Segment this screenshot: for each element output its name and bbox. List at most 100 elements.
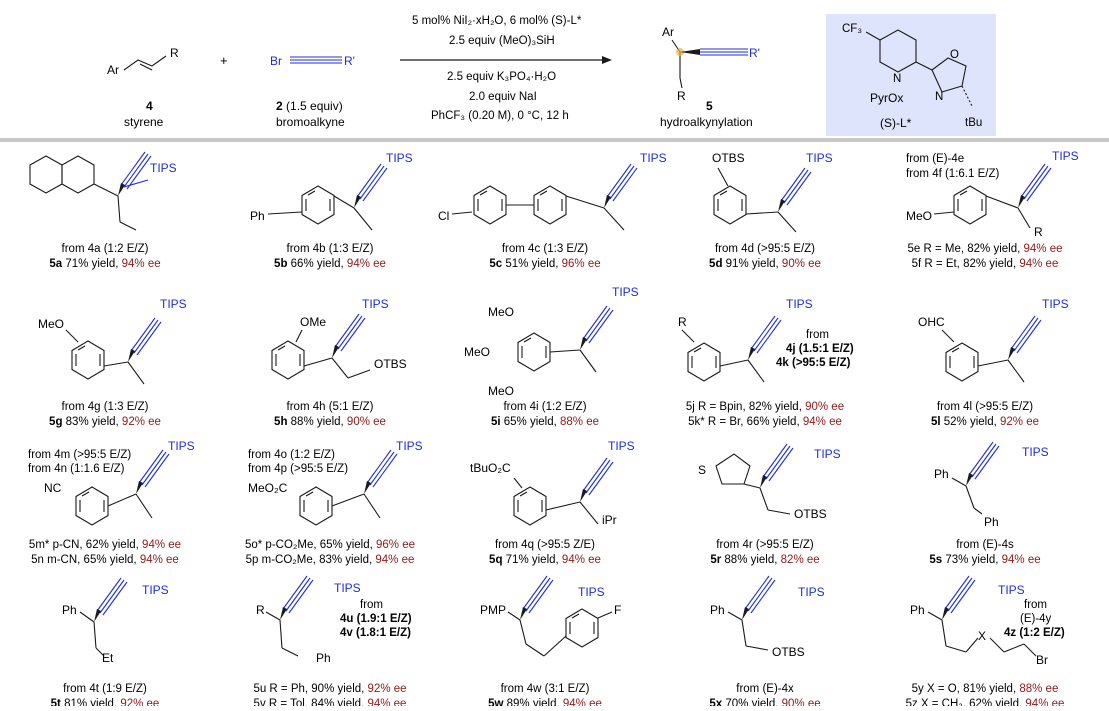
caption-line2-10: 5n m-CN, 65% yield, 94% ee bbox=[31, 554, 179, 566]
ligand-cf3: CF₃ bbox=[842, 23, 862, 35]
ph-5u: Ph bbox=[316, 651, 331, 665]
ligand-tbu: tBu bbox=[965, 117, 982, 129]
caption-from-1: from 4b (1:3 E/Z) bbox=[287, 243, 374, 255]
structure-5c: Cl TIPS bbox=[438, 151, 667, 231]
caption-from-0: from 4a (1:2 E/Z) bbox=[62, 243, 149, 255]
r-5j: R bbox=[678, 315, 687, 329]
plus-sign: + bbox=[220, 53, 228, 68]
caption-line2-11: 5p m-CO₂Me, 83% yield, 94% ee bbox=[246, 554, 415, 566]
structure-5t: Ph Et TIPS bbox=[62, 577, 169, 665]
tips-5d: TIPS bbox=[806, 151, 833, 165]
product-r: R bbox=[677, 89, 686, 103]
meo-5i-b: MeO bbox=[464, 345, 490, 359]
structure-5y: Ph X Br TIPS from (E)-4y 4z (1:2 E/Z) bbox=[910, 575, 1065, 667]
otbs-5h: OTBS bbox=[374, 357, 407, 371]
condition-line4: 2.0 equiv NaI bbox=[469, 91, 537, 103]
caption-from-9: from 4l (>95:5 E/Z) bbox=[937, 401, 1033, 413]
tips-5e: TIPS bbox=[1052, 149, 1079, 163]
from-4e: from (E)-4e bbox=[906, 153, 964, 165]
meo2c-5o: MeO₂C bbox=[248, 481, 288, 495]
from-4o: from 4o (1:2 E/Z) bbox=[248, 449, 335, 461]
ph-5s-a: Ph bbox=[934, 467, 949, 481]
caption-yield-5: 5g 83% yield, 92% ee bbox=[49, 416, 161, 428]
from-5j-2: 4j (1.5:1 E/Z) bbox=[786, 343, 854, 355]
caption-yield-2: 5c 51% yield, 96% ee bbox=[489, 258, 600, 270]
from-5y-2: (E)-4y bbox=[1020, 613, 1052, 625]
tips-5o: TIPS bbox=[396, 439, 423, 453]
tips-5m: TIPS bbox=[168, 439, 195, 453]
ph-5x: Ph bbox=[710, 603, 725, 617]
f-5w: F bbox=[614, 603, 621, 617]
caption-yield-9: 5l 52% yield, 92% ee bbox=[931, 416, 1039, 428]
caption-line1-4: 5e R = Me, 82% yield, 94% ee bbox=[907, 243, 1062, 255]
tips-5w: TIPS bbox=[578, 585, 605, 599]
structure-5i: MeO MeO MeO TIPS bbox=[464, 285, 639, 398]
from-4f: from 4f (1:6.1 E/Z) bbox=[906, 168, 999, 180]
tips-5u: TIPS bbox=[334, 581, 361, 595]
ligand-name: (S)-L* bbox=[880, 116, 912, 130]
caption-yield-15: 5t 81% yield, 92% ee bbox=[51, 698, 160, 706]
ligand-pyridine-n: N bbox=[893, 73, 901, 85]
caption-line2-16: 5v R = Tol, 84% yield, 94% ee bbox=[254, 698, 407, 706]
from-5j-3: 4k (>95:5 E/Z) bbox=[776, 357, 851, 369]
caption-yield-0: 5a 71% yield, 94% ee bbox=[49, 258, 160, 270]
tips-5c: TIPS bbox=[640, 151, 667, 165]
structure-5h: OMe OTBS TIPS bbox=[271, 297, 407, 380]
s-5r: S bbox=[698, 463, 706, 477]
structure-5j: R TIPS from 4j (1.5:1 E/Z) 4k (>95:5 E/Z… bbox=[678, 297, 854, 383]
caption-yield-7: 5i 65% yield, 88% ee bbox=[491, 416, 599, 428]
product-ar: Ar bbox=[662, 25, 674, 39]
condition-line1: 5 mol% NiI₂·xH₂O, 6 mol% (S)-L* bbox=[412, 15, 582, 27]
tips-5a: TIPS bbox=[150, 161, 177, 175]
compound2-name: bromoalkyne bbox=[276, 115, 345, 129]
caption-from-12: from 4q (>95:5 Z/E) bbox=[495, 539, 595, 551]
cl-5c: Cl bbox=[438, 209, 449, 223]
caption-yield-13: 5r 88% yield, 82% ee bbox=[710, 554, 819, 566]
compound4-name: styrene bbox=[124, 115, 164, 129]
product-rprime: R' bbox=[749, 46, 760, 60]
reactant2-r: R' bbox=[344, 54, 355, 68]
structure-5g: MeO TIPS bbox=[38, 297, 187, 385]
tips-5s: TIPS bbox=[1022, 445, 1049, 459]
structure-5q: tBuO₂C iPr TIPS bbox=[470, 439, 635, 527]
from-4p: from 4p (>95:5 E/Z) bbox=[248, 463, 348, 475]
meo-5g: MeO bbox=[38, 317, 64, 331]
structure-5m: from 4m (>95:5 E/Z) from 4n (1:1.6 E/Z) … bbox=[28, 439, 195, 526]
meo-5e: MeO bbox=[906, 209, 932, 223]
from-5y-3: 4z (1:2 E/Z) bbox=[1004, 627, 1065, 639]
caption-from-3: from 4d (>95:5 E/Z) bbox=[715, 243, 815, 255]
otbs-5r: OTBS bbox=[794, 507, 827, 521]
caption-yield-3: 5d 91% yield, 90% ee bbox=[709, 258, 821, 270]
from-4n: from 4n (1:1.6 E/Z) bbox=[28, 463, 125, 475]
tips-5t: TIPS bbox=[142, 583, 169, 597]
caption-line2-8: 5k* R = Br, 66% yield, 94% ee bbox=[688, 416, 842, 428]
ph-5t: Ph bbox=[62, 603, 77, 617]
otbs-5d: OTBS bbox=[712, 151, 745, 165]
tips-5l: TIPS bbox=[1042, 297, 1069, 311]
compound5-number: 5 bbox=[706, 99, 713, 113]
compound2-label: 2 (1.5 equiv) bbox=[276, 99, 343, 113]
meo-5i-c: MeO bbox=[488, 384, 514, 398]
tbuo2c-5q: tBuO₂C bbox=[470, 461, 511, 475]
structure-5x: Ph OTBS TIPS bbox=[710, 575, 825, 659]
tips-5j: TIPS bbox=[786, 297, 813, 311]
structure-5u: R Ph TIPS from 4u (1.9:1 E/Z) 4v (1.8:1 … bbox=[256, 575, 412, 665]
caption-from-18: from (E)-4x bbox=[736, 683, 794, 695]
caption-yield-14: 5s 73% yield, 94% ee bbox=[929, 554, 1040, 566]
caption-line1-19: 5y X = O, 81% yield, 88% ee bbox=[912, 683, 1059, 695]
caption-yield-18: 5x 70% yield, 90% ee bbox=[709, 698, 820, 706]
caption-yield-6: 5h 88% yield, 90% ee bbox=[274, 416, 386, 428]
caption-line1-8: 5j R = Bpin, 82% yield, 90% ee bbox=[686, 401, 844, 413]
tips-5h: TIPS bbox=[362, 297, 389, 311]
ligand-pyrox: PyrOx bbox=[870, 91, 903, 105]
structure-5d: OTBS TIPS bbox=[712, 151, 833, 233]
caption-line1-11: 5o* p-CO₂Me, 65% yield, 96% ee bbox=[245, 539, 415, 551]
tips-5i: TIPS bbox=[612, 285, 639, 299]
r-5u: R bbox=[256, 603, 265, 617]
ph-5b: Ph bbox=[250, 209, 265, 223]
header-scheme: Ar R + Br R' 4 styrene 2 (1.5 equiv) bro… bbox=[107, 14, 996, 136]
ligand-oxazoline-n: N bbox=[935, 91, 943, 103]
pmp-5w: PMP bbox=[480, 603, 506, 617]
caption-from-6: from 4h (5:1 E/Z) bbox=[287, 401, 374, 413]
caption-from-17: from 4w (3:1 E/Z) bbox=[501, 683, 590, 695]
